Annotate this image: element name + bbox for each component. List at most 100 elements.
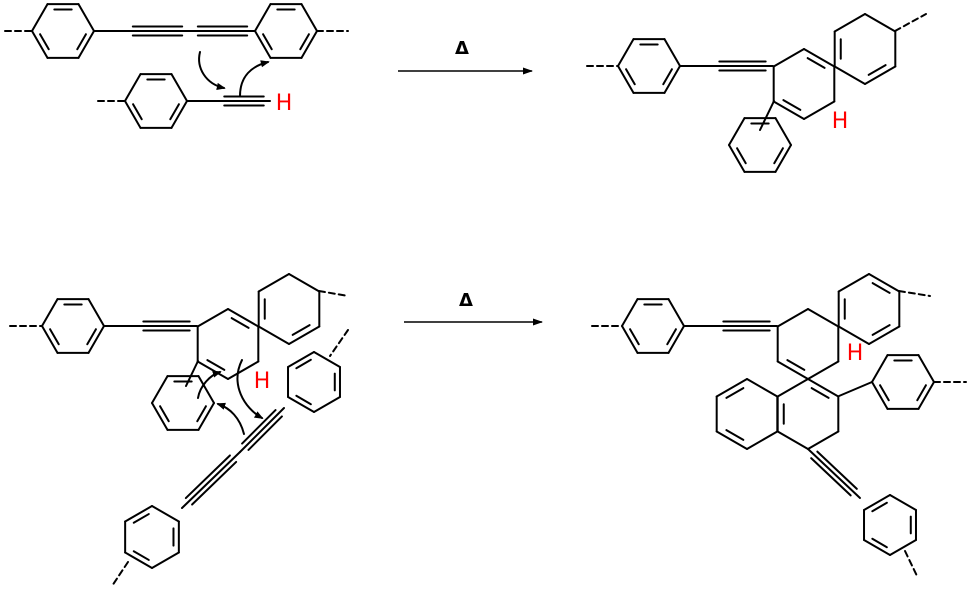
ring-bond	[917, 381, 935, 410]
double-bond-inner	[291, 324, 311, 336]
ring-bond	[807, 378, 840, 398]
double-bond-inner	[871, 282, 891, 294]
double-bond-inner	[666, 328, 677, 346]
ring-bond	[776, 360, 809, 380]
ring-bond	[774, 144, 792, 173]
ring-bond	[746, 430, 779, 450]
triple-bond	[124, 25, 191, 37]
ring-bond	[151, 551, 180, 569]
ring-bond	[917, 354, 935, 383]
triple-bond	[189, 25, 256, 37]
dashed-bond	[318, 290, 349, 297]
ring-bond	[803, 100, 836, 120]
dashed-bond	[898, 290, 931, 297]
double-bond-inner	[629, 328, 640, 346]
ring-bond	[776, 430, 809, 450]
dashed-bond	[904, 550, 919, 579]
ring-bond	[300, 3, 318, 32]
triple-bond-side	[247, 415, 283, 451]
ring-bond	[728, 144, 746, 173]
naphthalene-ring-b	[833, 13, 897, 85]
ring-bond	[833, 13, 866, 33]
ring-bond	[254, 30, 272, 59]
ring-bond	[621, 298, 639, 327]
ring-bond	[227, 308, 260, 328]
ring-bond	[663, 38, 681, 67]
triple-bond	[711, 60, 774, 72]
ring-bond	[254, 3, 272, 32]
benzene-ring	[287, 351, 341, 413]
double-bond-inner	[725, 387, 745, 399]
ring-bond	[889, 494, 917, 511]
double-bond-inner	[230, 317, 250, 329]
ring-bond	[621, 325, 639, 354]
double-bond-inner	[132, 103, 143, 121]
ring-bond	[772, 48, 805, 68]
benzene-ring	[31, 3, 95, 59]
ring-bond	[151, 375, 169, 404]
ring-bond	[776, 308, 809, 328]
ring-bond	[87, 325, 105, 354]
ring-bond	[663, 65, 681, 94]
double-bond-inner	[662, 68, 673, 86]
double-bond-inner	[782, 99, 802, 111]
dashed-bond	[111, 561, 129, 587]
ring-bond	[617, 65, 635, 94]
ring-bond	[151, 505, 180, 523]
fused-ring-top-right	[837, 273, 901, 345]
double-bond-inner	[76, 33, 87, 51]
naphthalene-ring-a	[772, 48, 836, 120]
ring-bond	[87, 298, 105, 327]
ring-bond	[803, 48, 836, 68]
ring-bond	[227, 360, 260, 380]
double-bond-inner	[299, 33, 310, 51]
double-bond-inner	[773, 147, 784, 165]
hydrogen-label: H	[832, 109, 849, 134]
ring-bond	[124, 505, 153, 523]
ring-bond	[864, 13, 897, 33]
ring-bond	[807, 430, 840, 450]
ring-bond	[41, 325, 59, 354]
heat-condition-label: Δ	[455, 38, 469, 59]
ring-bond	[170, 73, 188, 102]
fused-ring-top	[776, 308, 840, 380]
double-bond-inner	[196, 405, 207, 423]
benzene-ring	[254, 3, 318, 59]
triple-bond-side	[191, 460, 238, 506]
ring-bond	[807, 360, 840, 380]
benzene-ring	[863, 494, 917, 556]
double-bond-inner	[786, 359, 806, 371]
ring-bond	[77, 3, 95, 32]
double-bond-inner	[871, 537, 888, 549]
triple-bond-center	[239, 407, 285, 453]
triple-bond	[239, 407, 285, 453]
ring-bond	[889, 539, 917, 556]
fused-ring-middle	[776, 378, 840, 450]
double-bond-inner	[736, 147, 747, 165]
ring-bond	[124, 100, 142, 129]
ring-bond	[837, 325, 870, 345]
double-bond-inner	[879, 384, 890, 402]
benzene-ring	[41, 298, 105, 354]
naphthalene-ring-a	[196, 308, 260, 380]
triple-bond	[807, 448, 861, 499]
reaction2-product	[591, 273, 967, 579]
curved-arrow	[239, 60, 270, 97]
phenyl-ring	[728, 117, 792, 173]
triple-bond-side	[810, 457, 852, 497]
double-bond-inner	[159, 405, 170, 423]
double-bond-inner	[725, 429, 745, 441]
single-bond	[838, 381, 873, 397]
triple-bond	[217, 95, 271, 107]
ring-bond	[807, 308, 840, 328]
ring-bond	[31, 30, 49, 59]
double-bond-inner	[916, 384, 927, 402]
ring-bond	[124, 73, 142, 102]
ring-bond	[287, 351, 315, 368]
double-bond-inner	[86, 328, 97, 346]
double-bond-inner	[295, 394, 312, 406]
ring-bond	[863, 539, 891, 556]
dashed-bond	[894, 13, 927, 32]
double-bond-inner	[169, 103, 180, 121]
